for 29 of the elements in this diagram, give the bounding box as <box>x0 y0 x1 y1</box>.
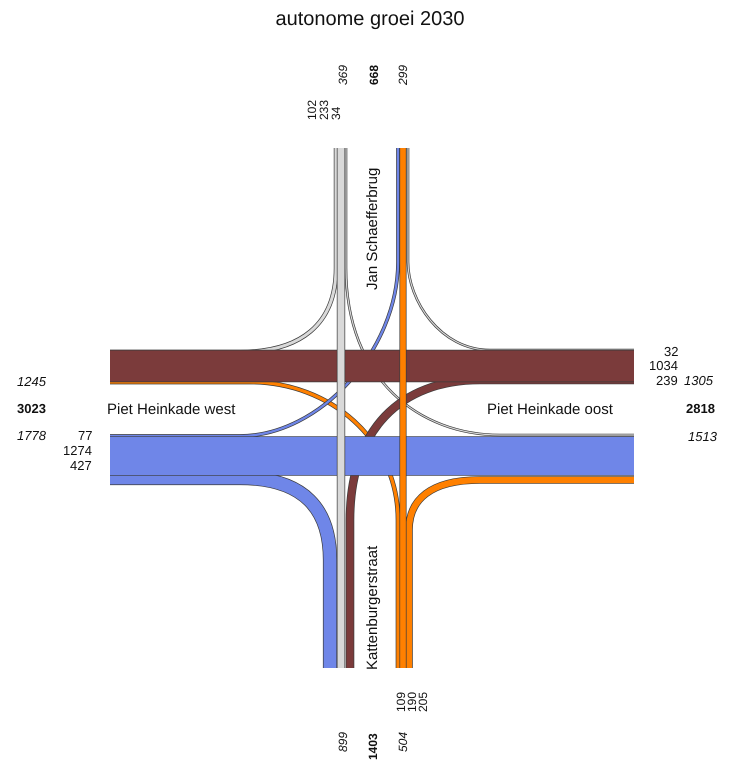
traffic-count: 427 <box>70 459 92 473</box>
street-name: Jan Schaefferbrug <box>364 168 381 290</box>
traffic-count: 504 <box>398 732 409 752</box>
traffic-count: 1403 <box>368 733 379 760</box>
traffic-count: 32 <box>664 345 678 359</box>
traffic-count: 1513 <box>688 430 717 444</box>
traffic-count: 299 <box>398 64 409 85</box>
traffic-count: 233 <box>319 100 330 120</box>
traffic-count: 1305 <box>684 374 713 388</box>
traffic-count: 77 <box>78 429 92 443</box>
traffic-count: 109 <box>396 692 407 712</box>
traffic-count: 899 <box>338 732 349 752</box>
street-name: Kattenburgerstraat <box>364 546 381 670</box>
traffic-count: 102 <box>307 100 318 120</box>
traffic-count: 1245 <box>17 375 46 389</box>
street-name: Piet Heinkade oost <box>487 400 613 418</box>
traffic-count: 1034 <box>649 359 678 373</box>
traffic-count: 1778 <box>17 429 46 443</box>
street-name: Piet Heinkade west <box>107 400 236 418</box>
traffic-count: 668 <box>369 64 380 85</box>
traffic-count: 1274 <box>63 444 92 458</box>
traffic-count: 3023 <box>17 402 46 416</box>
traffic-count: 34 <box>331 106 342 120</box>
diagram-title: autonome groei 2030 <box>274 8 466 31</box>
traffic-count: 239 <box>656 374 678 388</box>
traffic-count: 2818 <box>686 402 715 416</box>
traffic-count: 369 <box>338 64 349 85</box>
traffic-count: 190 <box>407 692 418 712</box>
traffic-count: 205 <box>418 692 429 712</box>
